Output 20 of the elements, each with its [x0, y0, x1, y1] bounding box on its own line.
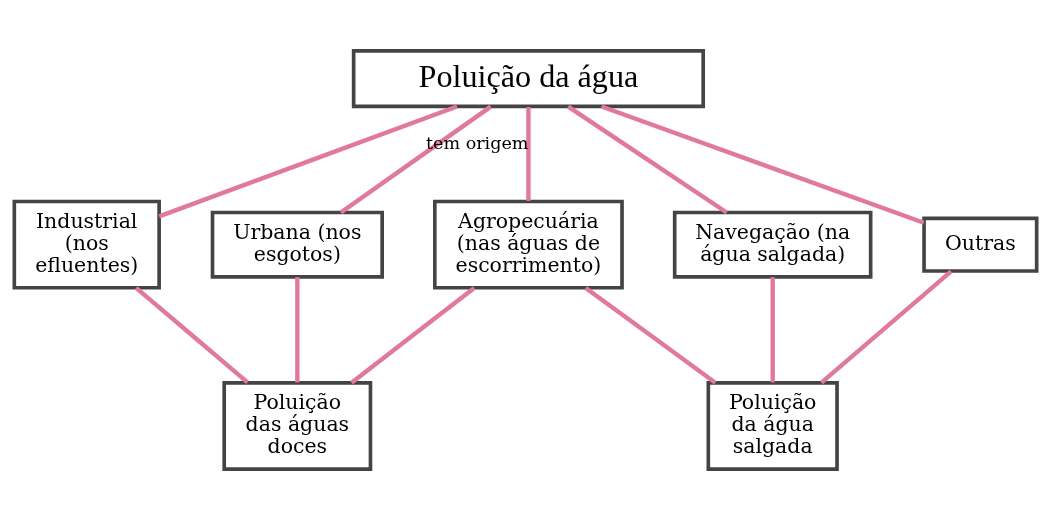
node-box: Poluição das águas doces	[222, 381, 373, 471]
connector	[567, 104, 728, 215]
connector	[770, 277, 775, 383]
connector	[158, 104, 458, 219]
node-box: Agropecuária (nas águas de escorrimento)	[433, 199, 624, 290]
connector	[339, 104, 493, 215]
connector	[134, 286, 249, 385]
node-box: Urbana (nos esgotos)	[210, 210, 384, 279]
connector	[526, 107, 531, 201]
node-box: Poluição da água salgada	[706, 381, 839, 471]
connector	[584, 286, 717, 385]
connector	[295, 277, 300, 383]
edge-label: tem origem	[425, 132, 529, 153]
node-box: Navegação (na água salgada)	[672, 210, 873, 279]
connector	[350, 286, 476, 385]
node-box: Poluição da água	[351, 49, 706, 109]
node-box: Outras	[922, 216, 1039, 273]
connector	[820, 269, 953, 385]
node-box: Industrial (nos efluentes)	[12, 199, 161, 290]
connector	[600, 104, 925, 225]
